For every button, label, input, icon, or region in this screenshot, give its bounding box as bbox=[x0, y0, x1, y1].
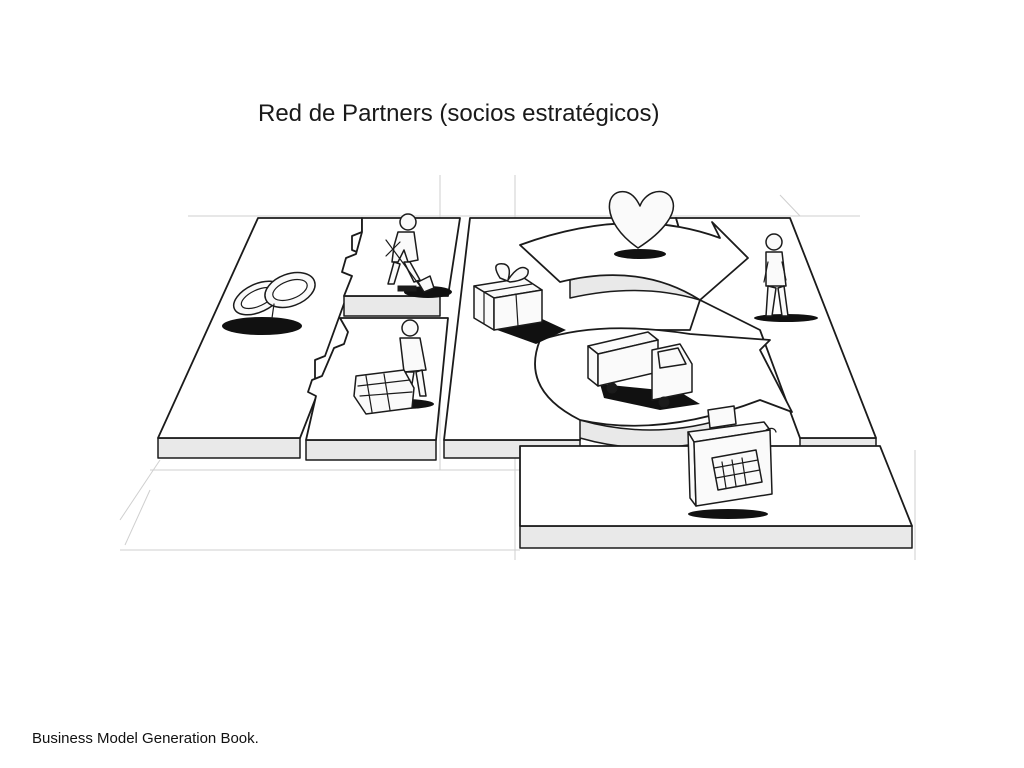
gift-box-icon bbox=[473, 263, 566, 344]
person-with-crate-icon bbox=[353, 319, 434, 415]
cash-register-icon bbox=[687, 405, 777, 519]
delivery-truck-icon bbox=[587, 331, 700, 410]
digging-person-icon bbox=[385, 213, 452, 298]
slide-title: Red de Partners (socios estratégicos) bbox=[258, 100, 660, 127]
interlocked-rings-icon bbox=[222, 271, 316, 335]
standing-customer-icon bbox=[754, 233, 818, 322]
relationship-arrow bbox=[519, 221, 749, 301]
source-caption: Business Model Generation Book. bbox=[32, 730, 259, 747]
heart-icon bbox=[608, 190, 675, 259]
